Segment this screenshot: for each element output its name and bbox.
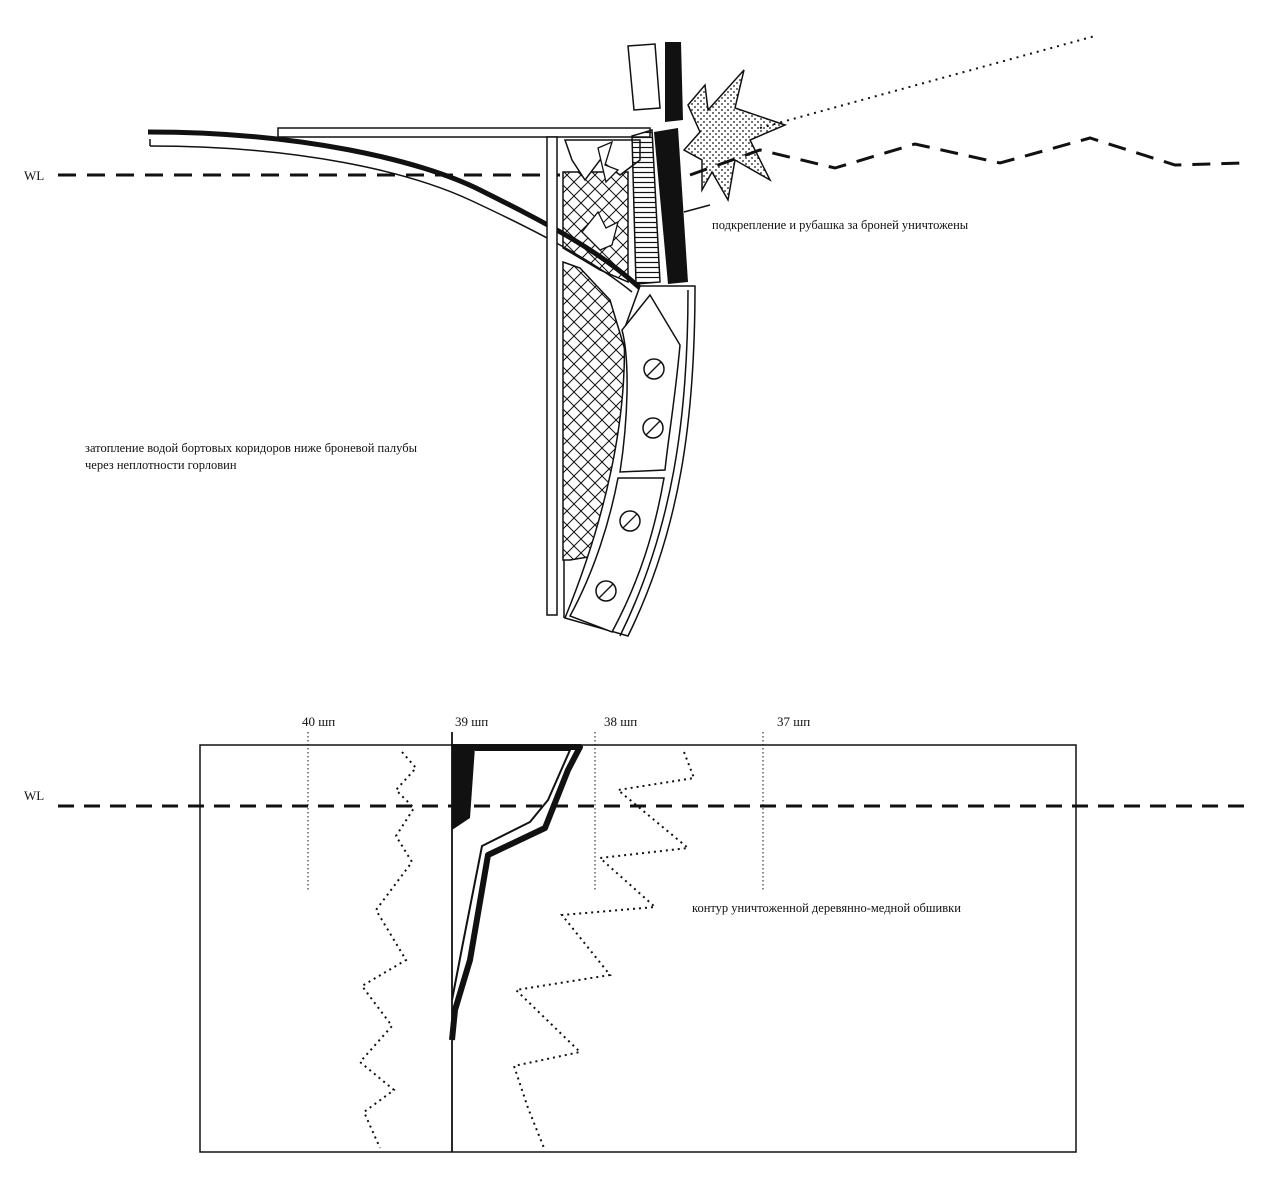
note-flooding-line2: через неплотности горловин — [85, 458, 237, 472]
side-view: 40 шп 39 шп 38 шп 37 шп WL контур уничто… — [24, 714, 1245, 1153]
damaged-plate — [449, 744, 583, 1041]
belt-armor — [627, 42, 711, 284]
manhole-icons — [595, 358, 665, 602]
note-damage: подкрепление и рубашка за броней уничтож… — [712, 218, 969, 232]
frame-lines — [307, 732, 764, 1152]
frame-label-37: 37 шп — [777, 714, 810, 729]
impact-burst-icon — [682, 69, 788, 203]
note-flooding-line1: затопление водой бортовых коридоров ниже… — [85, 441, 418, 455]
waterline-label-top: WL — [24, 168, 44, 183]
cross-section-view: WL подкрепление и рубашка за броней унич… — [24, 35, 1246, 637]
upper-deck — [277, 127, 651, 138]
waterline-top — [58, 136, 1246, 177]
frame-label-39: 39 шп — [455, 714, 488, 729]
note-contour: контур уничтоженной деревянно-медной обш… — [692, 901, 961, 915]
frame-label-38: 38 шп — [604, 714, 637, 729]
waterline-label-bottom: WL — [24, 788, 44, 803]
sheathing-contours — [358, 751, 696, 1149]
inner-bulkhead — [546, 136, 558, 616]
hull-side-frame — [199, 744, 1077, 1153]
armor-backing — [631, 129, 661, 285]
frame-label-40: 40 шп — [302, 714, 335, 729]
shell-trajectory — [759, 35, 1096, 129]
